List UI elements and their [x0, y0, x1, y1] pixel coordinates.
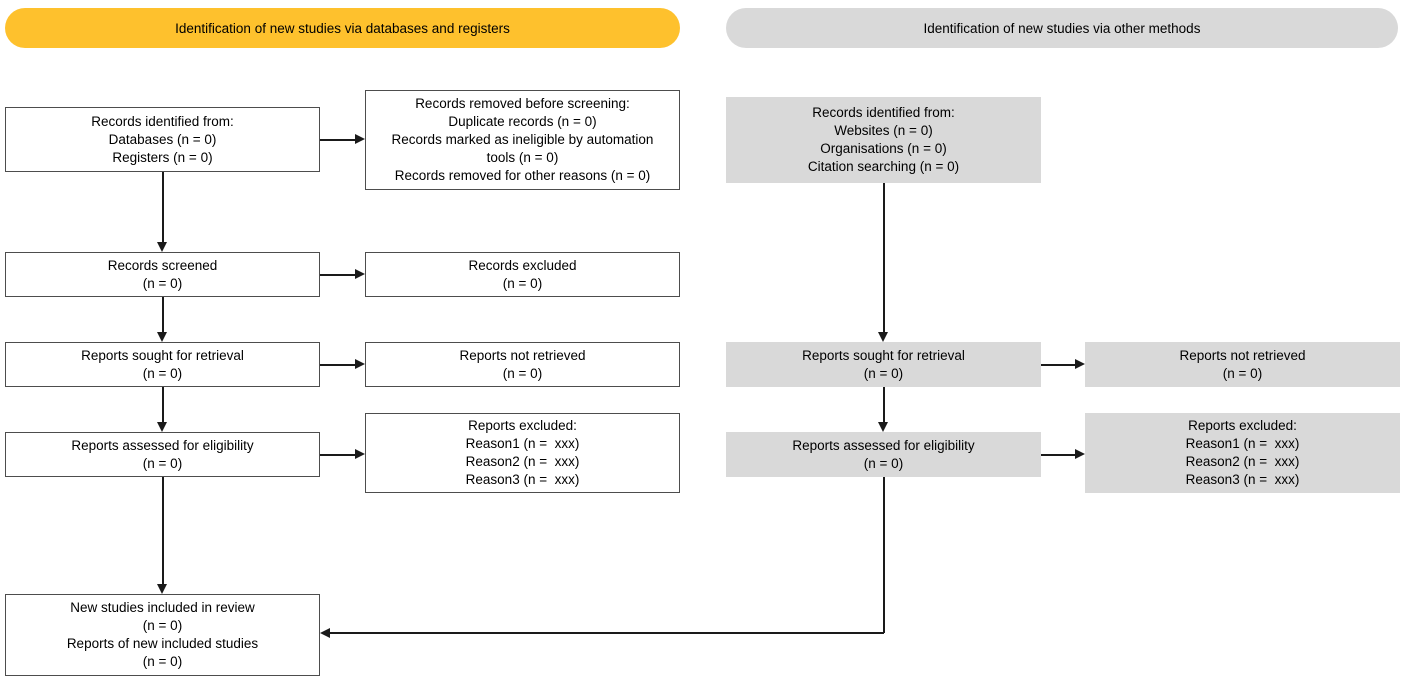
box-reports-assessed-left: Reports assessed for eligibility (n = 0) — [5, 432, 320, 477]
box-reports-excluded-left: Reports excluded: Reason1 (n = xxx) Reas… — [365, 413, 680, 493]
box-records-excluded: Records excluded (n = 0) — [365, 252, 680, 297]
box-new-studies-included: New studies included in review (n = 0) R… — [5, 594, 320, 676]
box-reports-excluded-right: Reports excluded: Reason1 (n = xxx) Reas… — [1085, 413, 1400, 493]
box-records-screened: Records screened (n = 0) — [5, 252, 320, 297]
box-records-removed-before-screening: Records removed before screening: Duplic… — [365, 90, 680, 190]
box-records-identified-databases: Records identified from: Databases (n = … — [5, 107, 320, 172]
banner-other-methods: Identification of new studies via other … — [726, 8, 1398, 48]
box-reports-sought-left: Reports sought for retrieval (n = 0) — [5, 342, 320, 387]
box-reports-assessed-right: Reports assessed for eligibility (n = 0) — [726, 432, 1041, 477]
box-reports-not-retrieved-right: Reports not retrieved (n = 0) — [1085, 342, 1400, 387]
box-reports-not-retrieved-left: Reports not retrieved (n = 0) — [365, 342, 680, 387]
box-reports-sought-right: Reports sought for retrieval (n = 0) — [726, 342, 1041, 387]
banner-databases-registers: Identification of new studies via databa… — [5, 8, 680, 48]
box-records-identified-other: Records identified from: Websites (n = 0… — [726, 97, 1041, 183]
